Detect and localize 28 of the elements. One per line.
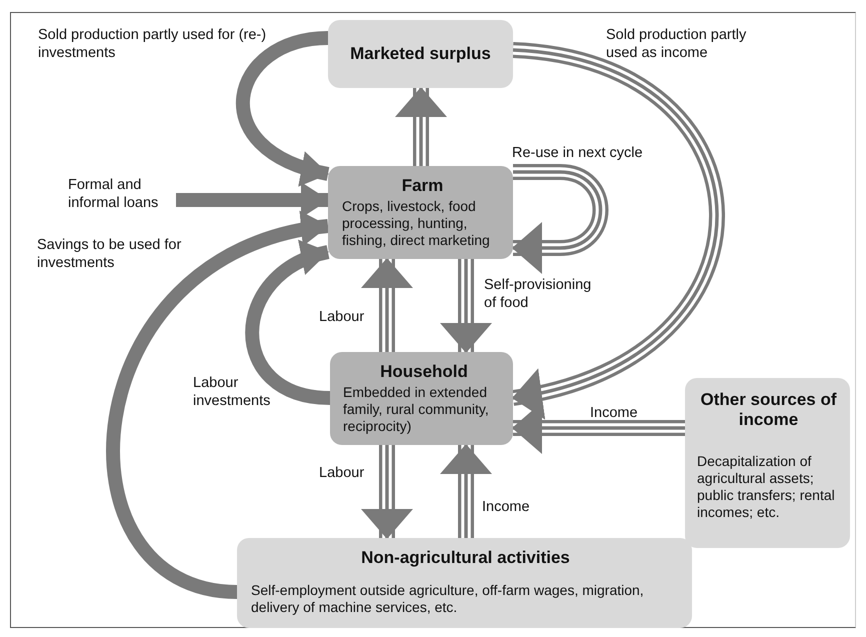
- edge-label: Labour: [319, 308, 366, 326]
- rounded-box: [328, 20, 513, 88]
- rounded-box: [328, 166, 513, 259]
- edge-label: Sold production partly used as income: [606, 26, 748, 62]
- edge-label: Self-provisioning of food: [484, 276, 592, 312]
- edge-label: Sold production partly used for (re-) investments: [38, 26, 268, 62]
- edge-label: Savings to be used for investments: [37, 236, 182, 272]
- arrow: [245, 242, 331, 405]
- rounded-box: [237, 538, 692, 628]
- arrow: [106, 214, 330, 599]
- node-title: Other sources of income: [699, 390, 838, 431]
- node-title: Marketed surplus: [349, 44, 492, 64]
- rounded-box: [685, 378, 850, 548]
- edge-label: Labour: [319, 464, 366, 482]
- edge-label: Re-use in next cycle: [512, 144, 644, 162]
- edge-label: Income: [590, 404, 639, 422]
- edge-label: Income: [482, 498, 531, 516]
- node-title: Household: [379, 362, 469, 382]
- edge-label: Labour investments: [193, 374, 272, 410]
- edge-label: Formal and informal loans: [68, 176, 160, 212]
- node-description: Crops, livestock, food processing, hunting, fishing, direct marketing: [342, 198, 491, 250]
- node-title: Non-agricultural activities: [360, 548, 571, 568]
- node-description: Self-employment outside agriculture, off-farm wages, migration, delivery of machine services, etc.: [251, 582, 645, 617]
- node-description: Decapitalization of agricultural assets; public transfers; rental incomes; etc.: [697, 452, 836, 522]
- node-description: Embedded in extended family, rural community, reciprocity): [343, 384, 490, 436]
- arrow: [236, 31, 330, 184]
- rounded-box: [330, 352, 513, 445]
- node-title: Farm: [400, 176, 444, 196]
